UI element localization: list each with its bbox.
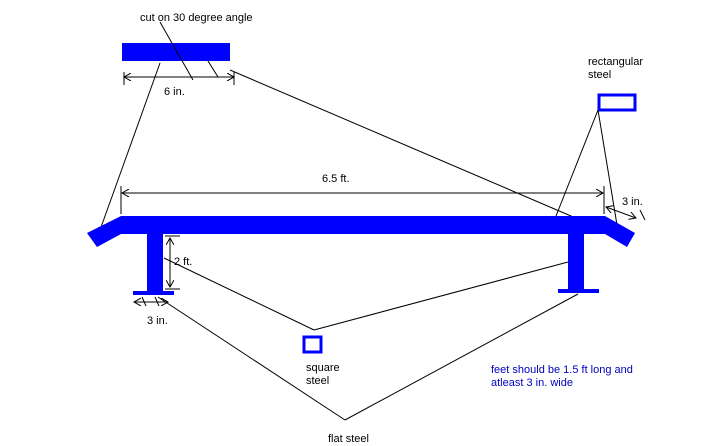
foot-width-label: 3 in. [147, 315, 168, 327]
left-foot [133, 291, 174, 295]
leader-cut-to-right-end [229, 69, 621, 238]
leader-rect-to-top-bar [555, 109, 599, 217]
top-bar [121, 216, 605, 234]
square-steel-label-line1: square [306, 362, 340, 374]
feet-note-line1: feet should be 1.5 ft long and [491, 364, 633, 376]
leader-square-to-left-leg [163, 257, 315, 331]
leg-height-label: 2 ft. [174, 256, 192, 268]
leader-square-to-right-leg [313, 261, 569, 331]
right-angled-end [605, 216, 635, 247]
rect-steel-label-line2: steel [588, 69, 611, 81]
cut-length-label: 6 in. [164, 86, 185, 98]
right-foot [558, 289, 599, 293]
leader-cut-to-left-end [99, 62, 161, 231]
flat-steel-label: flat steel [328, 433, 369, 445]
cut-angle-hatch [207, 60, 219, 78]
rect-steel-profile [597, 93, 637, 112]
top-span-label: 6.5 ft. [322, 173, 350, 185]
foot-width-tick-right [154, 296, 160, 307]
leader-flat-to-left-foot [157, 296, 346, 421]
square-steel-profile [302, 335, 323, 354]
left-leg [147, 234, 163, 292]
cut-piece-detail [122, 43, 230, 61]
cut-angle-label: cut on 30 degree angle [140, 12, 253, 24]
right-leg [568, 234, 584, 290]
cut-angle-leader [159, 21, 194, 81]
leader-rect-to-right-end [597, 109, 619, 232]
rect-steel-label-line1: rectangular [588, 56, 643, 68]
end-cut-tick [639, 209, 646, 221]
foot-width-tick-left [141, 296, 147, 307]
square-steel-label-line2: steel [306, 375, 329, 387]
feet-note-line2: atleast 3 in. wide [491, 377, 573, 389]
end-cut-label: 3 in. [622, 196, 643, 208]
leader-flat-to-right-foot [344, 293, 579, 421]
end-cut-dimension-line [606, 207, 636, 218]
left-angled-end [87, 216, 121, 247]
